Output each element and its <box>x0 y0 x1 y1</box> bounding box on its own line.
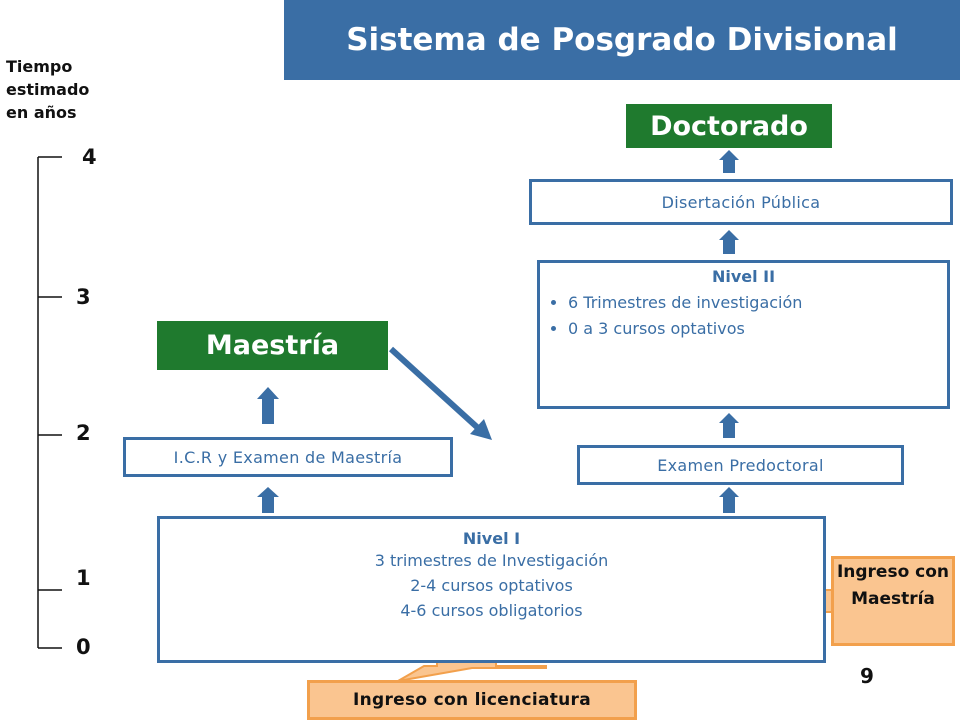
time-axis-label: Tiempo estimado en años <box>6 57 90 122</box>
nivel1-title: Nivel I <box>462 529 521 548</box>
up-arrow-predoctoral-nivel2 <box>719 413 739 438</box>
nivel1-box: Nivel I 3 trimestres de Investigación 2-… <box>157 516 826 663</box>
nivel1-line: 4-6 cursos obligatorios <box>400 601 583 620</box>
time-tick-label-1: 1 <box>76 566 91 590</box>
time-axis <box>37 156 62 649</box>
ingreso-maestria-box: Ingreso con Maestría <box>831 556 955 646</box>
up-arrow-nivel1-icr <box>257 487 279 513</box>
page-number: 9 <box>860 664 874 688</box>
up-arrow-nivel1-predoctoral <box>719 487 739 513</box>
icr-examen-box: I.C.R y Examen de Maestría <box>123 437 453 477</box>
nivel1-line: 2-4 cursos optativos <box>410 576 573 595</box>
page-title: Sistema de Posgrado Divisional <box>284 0 960 80</box>
up-arrow-nivel2 <box>719 230 739 254</box>
nivel2-title: Nivel II <box>711 267 776 286</box>
flow-arrows <box>257 150 739 513</box>
nivel2-item: 0 a 3 cursos optativos <box>568 316 939 342</box>
ingreso-licenciatura-box: Ingreso con licenciatura <box>307 680 637 720</box>
ingreso-licenciatura-arrow <box>397 661 547 682</box>
time-tick-label-3: 3 <box>76 285 91 309</box>
doctorado-box: Doctorado <box>626 104 832 148</box>
nivel2-box: Nivel II 6 Trimestres de investigación 0… <box>537 260 950 409</box>
up-arrow-maestria <box>257 387 279 424</box>
disertacion-box: Disertación Pública <box>529 179 953 225</box>
diagonal-arrow <box>388 346 492 440</box>
examen-predoctoral-box: Examen Predoctoral <box>577 445 904 485</box>
nivel1-line: 3 trimestres de Investigación <box>374 551 609 570</box>
maestria-box: Maestría <box>157 321 388 370</box>
time-tick-label-0: 0 <box>76 635 91 659</box>
nivel2-list: 6 Trimestres de investigación 0 a 3 curs… <box>548 290 939 342</box>
nivel2-item: 6 Trimestres de investigación <box>568 290 939 316</box>
up-arrow-doctorado <box>719 150 739 173</box>
time-tick-label-2: 2 <box>76 421 91 445</box>
time-tick-label-4: 4 <box>82 145 97 169</box>
